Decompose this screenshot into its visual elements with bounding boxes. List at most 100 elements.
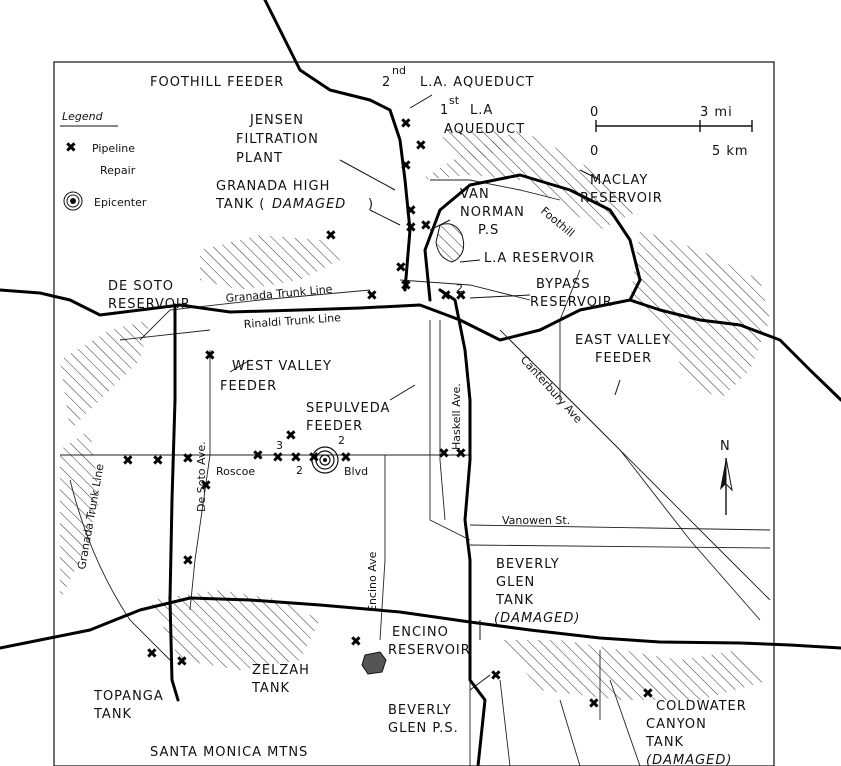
svg-text:0: 0 xyxy=(590,144,599,159)
svg-text:BEVERLY: BEVERLY xyxy=(388,703,452,718)
svg-text:✖: ✖ xyxy=(366,288,378,304)
svg-text:✖: ✖ xyxy=(395,260,407,276)
svg-text:TANK: TANK xyxy=(495,593,534,608)
svg-text:0: 0 xyxy=(590,105,599,120)
label-aqueduct2-sup: nd xyxy=(392,64,406,77)
label-aqueduct1-num: 1 xyxy=(440,103,449,118)
svg-text:✖: ✖ xyxy=(176,654,188,670)
concentric-circles-icon xyxy=(63,191,83,211)
svg-text:ZELZAH: ZELZAH xyxy=(252,663,310,678)
svg-text:VAN: VAN xyxy=(460,187,490,202)
svg-text:✖: ✖ xyxy=(588,696,600,712)
svg-text:✖: ✖ xyxy=(440,288,452,304)
svg-text:CANYON: CANYON xyxy=(646,717,707,732)
svg-text:✖: ✖ xyxy=(152,453,164,469)
svg-text:✖: ✖ xyxy=(272,450,284,466)
svg-text:✖: ✖ xyxy=(285,428,297,444)
svg-text:EAST VALLEY: EAST VALLEY xyxy=(575,333,671,348)
svg-text:Roscoe: Roscoe xyxy=(216,465,255,478)
map-frame xyxy=(53,61,775,766)
svg-text:PLANT: PLANT xyxy=(236,151,283,166)
zelzah-tank-shape xyxy=(361,651,387,675)
svg-text:✖: ✖ xyxy=(182,553,194,569)
svg-text:✖: ✖ xyxy=(325,228,337,244)
svg-text:Haskell Ave.: Haskell Ave. xyxy=(450,383,463,450)
svg-text:2: 2 xyxy=(456,282,463,295)
svg-text:2: 2 xyxy=(296,464,303,477)
label-foothill-feeder: FOOTHILL FEEDER xyxy=(150,75,284,90)
svg-text:NORMAN: NORMAN xyxy=(460,205,525,220)
svg-text:TOPANGA: TOPANGA xyxy=(93,689,164,704)
legend-repair-1: Pipeline xyxy=(92,142,135,155)
svg-text:✖: ✖ xyxy=(420,218,432,234)
svg-text:FILTRATION: FILTRATION xyxy=(236,132,319,147)
svg-text:✖: ✖ xyxy=(415,138,427,154)
scale-bar: 0 3 mi 0 5 km xyxy=(590,105,753,159)
svg-text:SANTA MONICA MTNS: SANTA MONICA MTNS xyxy=(150,745,308,760)
svg-text:✖: ✖ xyxy=(146,646,158,662)
svg-text:Blvd: Blvd xyxy=(344,465,368,478)
street-network xyxy=(60,179,771,766)
svg-text:✖: ✖ xyxy=(200,478,212,494)
legend: Legend ✖ Pipeline Repair Epicenter xyxy=(60,110,147,211)
svg-text:Canterbury Ave: Canterbury Ave xyxy=(518,353,585,426)
svg-text:RESERVOIR: RESERVOIR xyxy=(580,191,663,206)
mountain-hatching xyxy=(60,130,770,700)
svg-text:ENCINO: ENCINO xyxy=(392,625,449,640)
svg-text:✖: ✖ xyxy=(405,220,417,236)
svg-text:RESERVOIR: RESERVOIR xyxy=(388,643,471,658)
svg-text:✖: ✖ xyxy=(204,348,216,364)
label-aqueduct2: L.A. AQUEDUCT xyxy=(420,75,534,90)
svg-text:(DAMAGED): (DAMAGED) xyxy=(646,753,732,766)
label-aqueduct2-num: 2 xyxy=(382,75,391,90)
svg-text:DAMAGED: DAMAGED xyxy=(272,197,346,212)
svg-text:TANK (: TANK ( xyxy=(215,197,265,212)
svg-text:✖: ✖ xyxy=(455,288,467,304)
svg-text:JENSEN: JENSEN xyxy=(249,113,304,128)
svg-text:RESERVOIR: RESERVOIR xyxy=(530,295,613,310)
svg-text:COLDWATER: COLDWATER xyxy=(656,699,747,714)
svg-text:GRANADA HIGH: GRANADA HIGH xyxy=(216,179,330,194)
svg-text:✖: ✖ xyxy=(490,668,502,684)
svg-text:BYPASS: BYPASS xyxy=(536,277,591,292)
svg-text:3 mi: 3 mi xyxy=(700,105,733,120)
legend-epicenter: Epicenter xyxy=(94,196,147,209)
svg-text:(DAMAGED): (DAMAGED) xyxy=(494,611,580,626)
x-mark-icon: ✖ xyxy=(65,140,77,156)
repair-marks: ✖ ✖ ✖ ✖ ✖ ✖ ✖ ✖ ✖ ✖ ✖ ✖ ✖ ✖ ✖ ✖ ✖ ✖ ✖ ✖ … xyxy=(122,116,654,712)
epicenter-marker xyxy=(311,446,339,474)
svg-text:FEEDER: FEEDER xyxy=(595,351,652,366)
svg-text:GLEN: GLEN xyxy=(496,575,535,590)
svg-text:De Soto Ave.: De Soto Ave. xyxy=(195,441,208,512)
svg-text:3: 3 xyxy=(276,439,283,452)
svg-text:✖: ✖ xyxy=(438,446,450,462)
svg-text:SEPULVEDA: SEPULVEDA xyxy=(306,401,390,416)
svg-text:✖: ✖ xyxy=(642,686,654,702)
svg-text:✖: ✖ xyxy=(122,453,134,469)
svg-text:N: N xyxy=(720,439,731,454)
svg-text:✖: ✖ xyxy=(350,634,362,650)
label-aqueduct1-a: L.A xyxy=(470,103,493,118)
svg-text:✖: ✖ xyxy=(308,450,320,466)
svg-text:✖: ✖ xyxy=(455,446,467,462)
svg-text:TANK: TANK xyxy=(251,681,290,696)
svg-text:MACLAY: MACLAY xyxy=(590,173,648,188)
svg-text:✖: ✖ xyxy=(290,450,302,466)
svg-text:✖: ✖ xyxy=(182,451,194,467)
svg-text:Encino Ave: Encino Ave xyxy=(366,551,379,612)
svg-text:RESERVOIR: RESERVOIR xyxy=(108,297,191,312)
legend-repair-2: Repair xyxy=(100,164,136,177)
svg-text:✖: ✖ xyxy=(405,203,417,219)
leader-lines xyxy=(229,94,621,691)
svg-text:BEVERLY: BEVERLY xyxy=(496,557,560,572)
svg-text:5 km: 5 km xyxy=(712,144,749,159)
svg-text:): ) xyxy=(368,197,374,212)
svg-text:TANK: TANK xyxy=(93,707,132,722)
svg-text:DE SOTO: DE SOTO xyxy=(108,279,174,294)
svg-text:✖: ✖ xyxy=(400,158,412,174)
svg-text:2: 2 xyxy=(338,434,345,447)
legend-title: Legend xyxy=(62,110,104,123)
svg-text:P.S: P.S xyxy=(478,223,499,238)
